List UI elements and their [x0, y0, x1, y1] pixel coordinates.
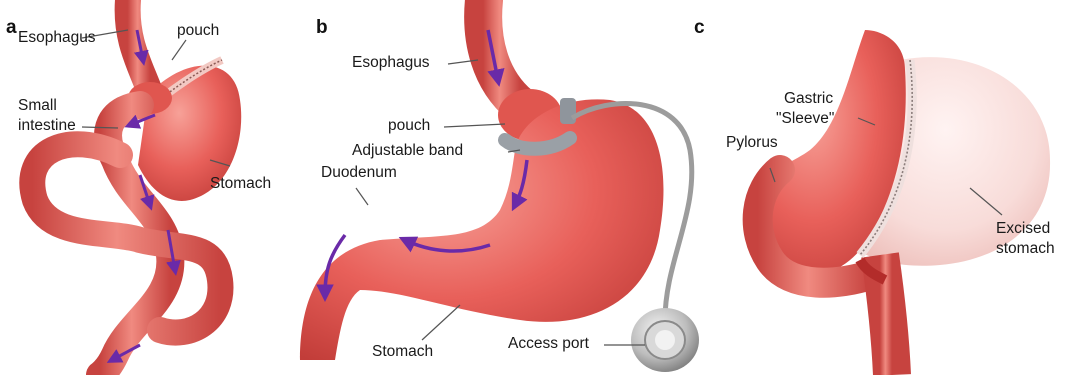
panel-b-adjustable-band-label: Adjustable band: [352, 142, 463, 160]
panel-b-pouch-label: pouch: [388, 117, 430, 135]
panel-c-pylorus-label: Pylorus: [726, 134, 778, 152]
panel-b-stomach-shape: [300, 99, 663, 360]
panel-c-excised-stomach-label-line2: stomach: [996, 240, 1055, 258]
panel-a-pouch-label: pouch: [177, 22, 219, 40]
panel-b-letter: b: [316, 18, 328, 37]
panel-a-small-intestine-label-line1: Small: [18, 97, 57, 115]
panel-c-illustration: [751, 30, 1050, 375]
panel-b-duodenum-label: Duodenum: [321, 164, 397, 182]
panel-b-esophagus-label: Esophagus: [352, 54, 430, 72]
panel-b-access-port-shape: [631, 308, 699, 372]
panel-c-excised-stomach-label-line1: Excised: [996, 220, 1050, 238]
panel-b-esophagus-shape: [483, 0, 520, 105]
panel-a-stomach-label: Stomach: [210, 175, 271, 193]
panel-a-letter: a: [6, 18, 17, 37]
panel-a-esophagus-label: Esophagus: [18, 29, 96, 47]
panel-c-gastric-sleeve-label-line2: "Sleeve": [776, 110, 834, 128]
panel-a-small-intestine-label-line2: intestine: [18, 117, 76, 135]
panel-c-letter: c: [694, 18, 705, 37]
panel-b-stomach-label: Stomach: [372, 343, 433, 361]
panel-c-gastric-sleeve-label-line1: Gastric: [784, 90, 833, 108]
panel-b-access-port-label: Access port: [508, 335, 589, 353]
